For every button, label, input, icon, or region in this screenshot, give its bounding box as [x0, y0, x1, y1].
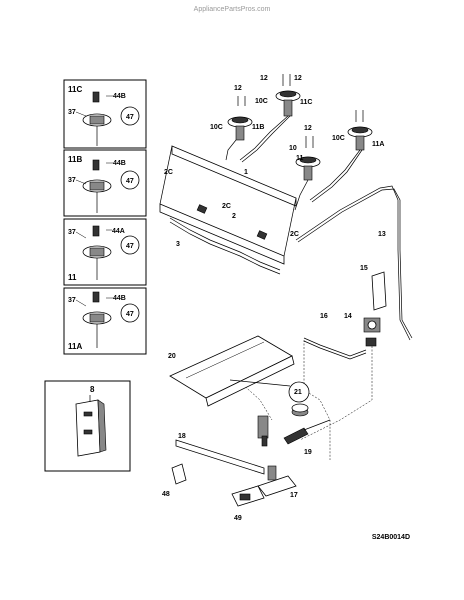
label-47: 47	[126, 178, 134, 185]
callout-12: 12	[304, 125, 312, 132]
bracket-49[interactable]: 49	[231, 485, 265, 522]
label-47: 47	[126, 311, 134, 318]
label-44a: 44A	[112, 228, 125, 235]
callout-12: 12	[260, 75, 268, 82]
callout-12: 12	[234, 85, 242, 92]
dashed-leaders	[239, 340, 373, 460]
callout-3: 3	[176, 241, 180, 248]
manifold-bracket-1[interactable]: 1 2C 2C 2 2C	[159, 145, 299, 265]
callout-21: 21	[294, 389, 302, 396]
inset-title: 11C	[68, 85, 82, 94]
callout-11b: 11B	[252, 124, 264, 131]
valve-with-burner-cap-icon	[75, 159, 140, 213]
inset-11c[interactable]: 11C 44B 37 47	[63, 79, 147, 149]
inset-title: 11A	[68, 342, 82, 351]
callout-14: 14	[344, 313, 352, 320]
bracket-15[interactable]: 15	[360, 265, 387, 311]
inset-title: 8	[90, 385, 95, 394]
callout-18: 18	[178, 433, 186, 440]
callout-20: 20	[168, 353, 176, 360]
bracket-18[interactable]: 18	[175, 415, 269, 475]
inset-11b[interactable]: 11B 44B 37 47	[63, 149, 147, 217]
callout-2c: 2C	[290, 231, 299, 238]
callout-11: 11	[296, 155, 304, 162]
orifice-21[interactable]: 21	[288, 381, 310, 417]
callout-19: 19	[304, 449, 312, 456]
valve-with-burner-cap-icon	[75, 91, 140, 146]
inset-11a[interactable]: 11A 44B 37 47	[63, 287, 147, 355]
callout-12: 12	[294, 75, 302, 82]
callout-49: 49	[234, 515, 242, 522]
bracket-48[interactable]: 48	[162, 463, 187, 498]
callout-13: 13	[378, 231, 386, 238]
inset-title: 11	[68, 273, 77, 282]
oven-burner-20[interactable]: 20	[168, 335, 295, 407]
callout-10: 10	[289, 145, 297, 152]
label-37: 37	[68, 109, 76, 116]
watermark: AppliancePartsPros.com	[194, 6, 271, 13]
callout-16: 16	[320, 313, 328, 320]
callout-15: 15	[360, 265, 368, 272]
spark-module-icon	[75, 395, 107, 457]
label-47: 47	[126, 243, 134, 250]
supply-line-13[interactable]: 13	[295, 185, 413, 341]
valve-with-burner-cap-icon	[75, 291, 140, 348]
regulator-14[interactable]: 14	[344, 313, 381, 347]
gas-tubes	[239, 115, 363, 211]
burner-10c-top[interactable]: 10C 11C 12	[234, 85, 312, 117]
callout-10c: 10C	[255, 98, 268, 105]
callout-10c: 10C	[210, 124, 223, 131]
callout-2c: 2C	[222, 203, 231, 210]
callout-17: 17	[290, 492, 298, 499]
inset-11[interactable]: 11 44A 37 47	[63, 218, 147, 286]
diagram-code: S24B0014D	[372, 534, 410, 541]
callout-2: 2	[232, 213, 236, 220]
valve-17[interactable]: 17	[257, 465, 298, 499]
inset-8[interactable]: 8	[44, 380, 131, 472]
callout-11a: 11A	[372, 141, 384, 148]
label-44b: 44B	[113, 160, 126, 167]
callout-10c: 10C	[332, 135, 345, 142]
tube-16[interactable]: 16	[303, 313, 367, 360]
valve-with-burner-cap-icon	[75, 225, 140, 280]
burner-10-center[interactable]: 10 11 12	[289, 125, 321, 181]
screws-12-top[interactable]: 12 12	[260, 74, 302, 86]
burner-10c-left[interactable]: 10C 11B	[210, 116, 264, 161]
label-37: 37	[68, 297, 76, 304]
burner-10c-right[interactable]: 10C 11A	[332, 110, 384, 151]
inset-title: 11B	[68, 155, 82, 164]
igniter-19[interactable]: 19	[283, 419, 331, 456]
callout-2c: 2C	[164, 169, 173, 176]
callout-11c: 11C	[300, 99, 312, 106]
callout-48: 48	[162, 491, 170, 498]
label-37: 37	[68, 177, 76, 184]
manifold-pipe-3[interactable]: 3	[169, 217, 281, 275]
label-44b: 44B	[113, 295, 126, 302]
label-37: 37	[68, 229, 76, 236]
callout-1: 1	[244, 169, 248, 176]
label-44b: 44B	[113, 93, 126, 100]
label-47: 47	[126, 114, 134, 121]
